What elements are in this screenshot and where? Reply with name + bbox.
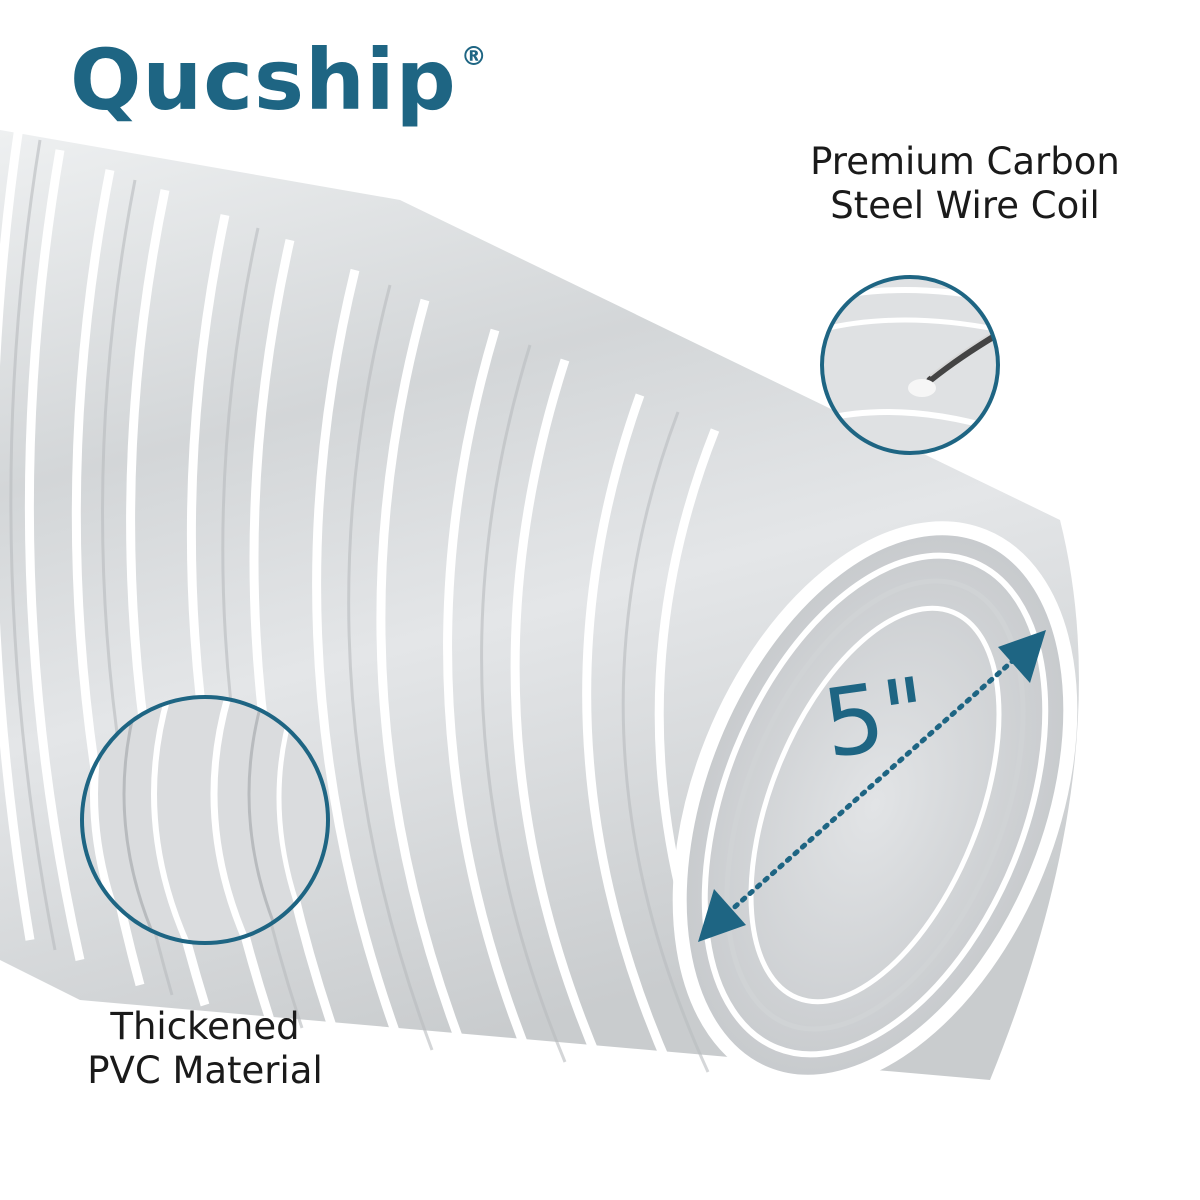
wire-callout-line1: Premium Carbon [810,140,1120,183]
pvc-callout-line2: PVC Material [87,1049,323,1092]
registered-mark: ® [460,42,488,72]
pvc-callout: Thickened PVC Material [50,1005,360,1093]
wire-callout-line2: Steel Wire Coil [830,184,1100,227]
wire-detail-circle [820,275,1000,455]
brand-logo: Qucship® [70,38,488,122]
wire-callout: Premium Carbon Steel Wire Coil [770,140,1160,228]
brand-name: Qucship [70,31,457,129]
dimension-arrow [698,630,1046,942]
pvc-callout-line1: Thickened [110,1005,300,1048]
diameter-label: 5" [816,657,935,781]
hose-mouth [672,521,1078,1089]
